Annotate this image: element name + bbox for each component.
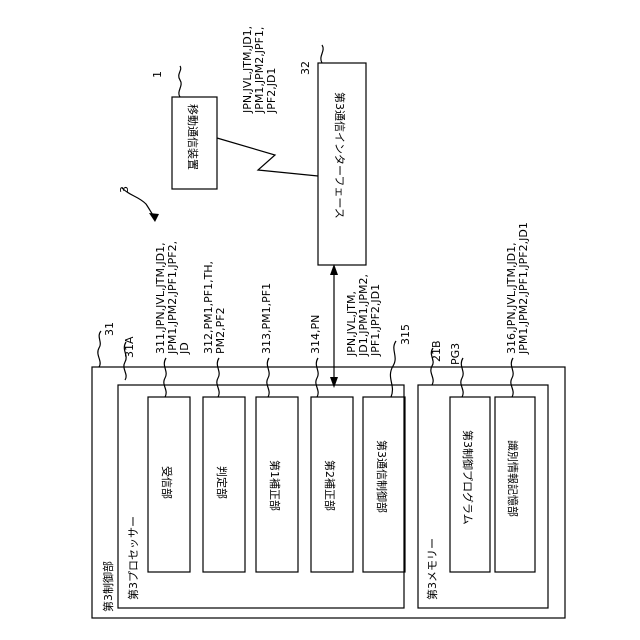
ref-memory: 21B (430, 340, 443, 362)
corrector2-label: 第2補正部 (322, 460, 338, 511)
ref-control-unit: 31 (103, 322, 116, 336)
ref-processor: 31A (123, 336, 136, 358)
leader-316 (511, 358, 513, 397)
bus-signal-label: JPN,JVL,JTM, JD1,JPM1,JPM2, JPF1,JPF2,JD… (346, 274, 382, 356)
leader-315 (390, 341, 396, 397)
receiver-label: 受信部 (159, 466, 175, 499)
id-storage-label: 識別情報記憶部 (505, 440, 521, 517)
processor-label: 第3プロセッサー (125, 516, 141, 600)
corrector1-label: 第1補正部 (267, 460, 283, 511)
wireless-signal-label: JPN,JVL,JTM,JD1, JPM1,JPM2,JPF1, JPF2,JD… (242, 26, 278, 113)
memory-label: 第3メモリー (424, 538, 440, 600)
ref-interface: 32 (299, 61, 312, 75)
ref-unit-315: 315 (399, 324, 412, 345)
id-storage-signal-label: 316,JPN,JVL,JTM,JD1, JPM1,JPM2,JPF1,JPF2… (506, 222, 530, 354)
corrector1-signal-label: 313,PM1,PF1 (261, 283, 273, 354)
leader-312 (217, 358, 219, 397)
leader-313 (267, 358, 269, 397)
program-label: 第3制御プログラム (460, 430, 476, 525)
leader-314 (316, 358, 318, 397)
leader-31 (98, 331, 101, 367)
ref-program: PG3 (449, 343, 462, 365)
receiver-signal-label: 311,JPN,JVL,JTM,JD1, JPM1,JPM2,JPF1,JPF2… (155, 241, 191, 354)
ref-system: 3 (118, 186, 131, 193)
judge-label: 判定部 (214, 466, 230, 499)
judge-signal-label: 312,PM1,PF1,TH, PM2,PF2 (203, 261, 227, 354)
corrector2-signal-label: 314,PN (310, 315, 322, 354)
leader-1 (179, 66, 181, 97)
ref-mobile-device: 1 (151, 71, 164, 78)
wireless-link (217, 138, 318, 176)
interface-label: 第3通信インターフェース (332, 92, 348, 219)
control-unit-label: 第3制御部 (100, 561, 116, 612)
mobile-device-label: 移動通信装置 (185, 104, 201, 170)
leader-32 (321, 45, 323, 63)
comm-controller-label: 第3通信制御部 (374, 440, 390, 513)
leader-311 (164, 358, 166, 397)
